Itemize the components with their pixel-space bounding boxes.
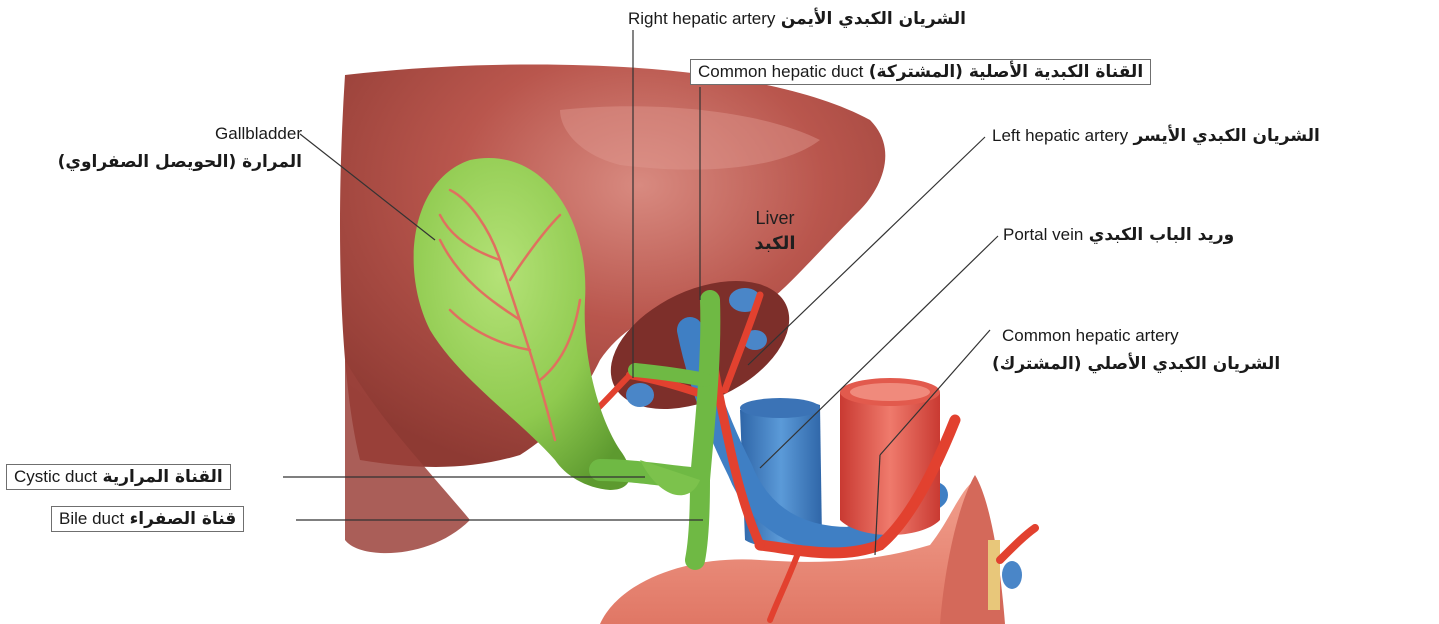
label-portal-vein-ar: وريد الباب الكبدي xyxy=(1089,225,1234,245)
label-gallbladder: Gallbladder المرارة (الحويصل الصفراوي) xyxy=(40,120,302,176)
label-portal-vein: Portal vein وريد الباب الكبدي xyxy=(1003,224,1234,246)
label-right-hepatic-artery-en: Right hepatic artery xyxy=(628,9,775,28)
duct-stripe xyxy=(988,540,1000,610)
vena-cava-top xyxy=(740,398,820,418)
vein-branch-low xyxy=(626,383,654,407)
label-cystic-duct-en: Cystic duct xyxy=(14,467,97,486)
label-cystic-duct-ar: القناة المرارية xyxy=(103,467,223,487)
label-cystic-duct: Cystic duct القناة المرارية xyxy=(6,464,231,490)
label-common-hepatic-artery-ar: الشريان الكبدي الأصلي (المشترك) xyxy=(992,350,1280,378)
label-liver-en: Liver xyxy=(735,205,815,231)
label-common-hepatic-duct-en: Common hepatic duct xyxy=(698,62,863,81)
common-hepatic-duct-shape xyxy=(700,300,710,480)
label-liver-ar: الكبد xyxy=(735,231,815,257)
label-common-hepatic-artery: Common hepatic artery الشريان الكبدي الأ… xyxy=(992,322,1280,378)
label-gallbladder-en: Gallbladder xyxy=(40,120,302,148)
label-portal-vein-en: Portal vein xyxy=(1003,225,1083,244)
label-bile-duct-ar: قناة الصفراء xyxy=(130,509,237,529)
label-left-hepatic-artery-ar: الشريان الكبدي الأيسر xyxy=(1133,126,1319,146)
label-bile-duct: Bile duct قناة الصفراء xyxy=(51,506,244,532)
label-right-hepatic-artery-ar: الشريان الكبدي الأيمن xyxy=(781,9,966,29)
label-left-hepatic-artery-en: Left hepatic artery xyxy=(992,126,1128,145)
label-common-hepatic-duct: Common hepatic duct القناة الكبدية الأصل… xyxy=(690,59,1151,85)
label-gallbladder-ar: المرارة (الحويصل الصفراوي) xyxy=(40,148,302,176)
aorta xyxy=(840,392,940,535)
label-bile-duct-en: Bile duct xyxy=(59,509,124,528)
label-common-hepatic-duct-ar: القناة الكبدية الأصلية (المشتركة) xyxy=(869,62,1143,82)
small-vessel-red xyxy=(1000,528,1035,560)
label-liver: Liver الكبد xyxy=(735,205,815,257)
label-common-hepatic-artery-en: Common hepatic artery xyxy=(992,322,1280,350)
label-right-hepatic-artery: Right hepatic artery الشريان الكبدي الأي… xyxy=(628,8,966,30)
label-left-hepatic-artery: Left hepatic artery الشريان الكبدي الأيس… xyxy=(992,125,1320,147)
small-vessel-blue xyxy=(1002,561,1022,589)
aorta-lumen xyxy=(850,383,930,401)
